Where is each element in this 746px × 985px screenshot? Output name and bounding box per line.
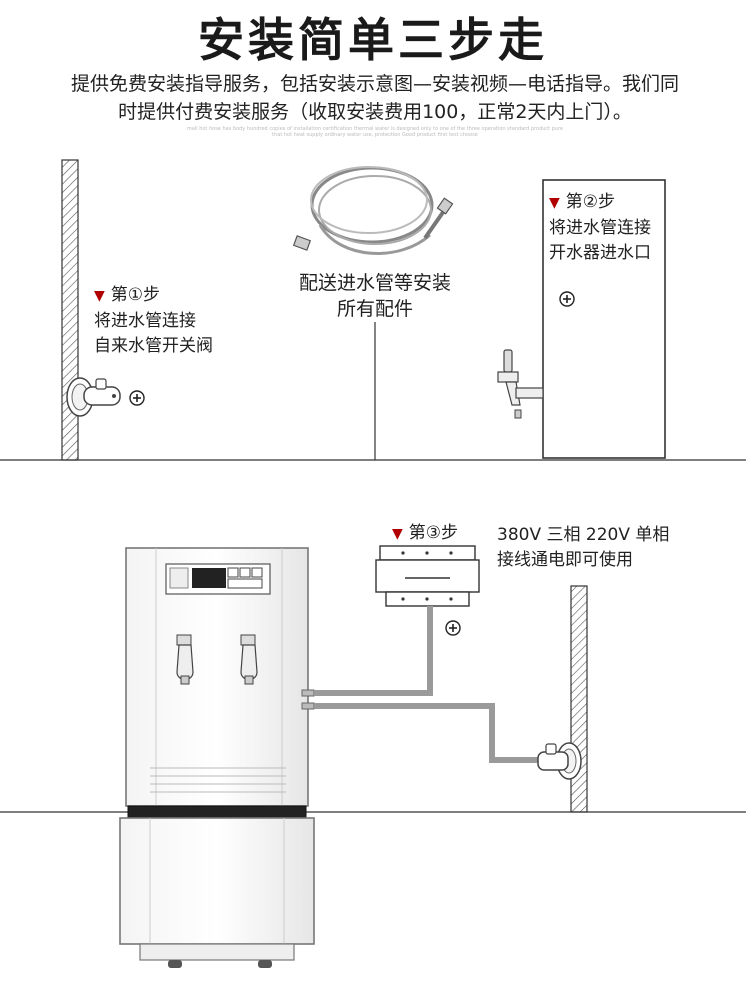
power-cable <box>314 606 433 696</box>
hose-coil-illustration <box>292 166 454 255</box>
hose-note: 配送进水管等安装 所有配件 <box>268 270 482 322</box>
step-3-line-2: 接线通电即可使用 <box>497 550 633 570</box>
step-2-line-2: 开水器进水口 <box>549 243 651 263</box>
step-2-line-1: 将进水管连接 <box>549 218 651 238</box>
intro-line-1: 提供免费安装指导服务，包括安装示意图—安装视频—电话指导。我们同 <box>70 73 679 95</box>
step-3-instruction: 380V 三相 220V 单相 接线通电即可使用 <box>497 523 669 573</box>
hose-note-line-1: 配送进水管等安装 <box>298 272 451 294</box>
step-3-header: ▼ 第③步 <box>392 521 458 547</box>
plus-circle-icon <box>445 620 461 636</box>
triangle-down-icon: ▼ <box>549 195 560 211</box>
step-2-header-text: 第②步 <box>565 192 616 212</box>
heater-side-panel <box>542 179 666 459</box>
step-1-header: ▼ 第①步 <box>94 283 213 309</box>
hose-note-line-2: 所有配件 <box>336 298 413 320</box>
triangle-down-icon: ▼ <box>94 288 105 304</box>
fine-print-line-2: that hot heat supply ordinary water use,… <box>272 132 478 138</box>
step-1-line-2: 自来水管开关阀 <box>94 336 213 356</box>
fine-print: mall hot hose has body hundred copies of… <box>160 126 590 138</box>
step-3-header-text: 第③步 <box>408 523 459 543</box>
step-2-instruction: ▼ 第②步 将进水管连接 开水器进水口 <box>549 190 651 266</box>
step-1-instruction: ▼ 第①步 将进水管连接 自来水管开关阀 <box>94 283 213 359</box>
inlet-valve <box>497 349 544 419</box>
water-inlet-pipe <box>314 703 542 763</box>
page-title: 安装简单三步走 <box>198 13 548 67</box>
tap-valve-left <box>66 377 121 417</box>
fine-print-line-1: mall hot hose has body hundred copies of… <box>186 126 564 132</box>
step-1-line-1: 将进水管连接 <box>94 311 196 331</box>
tap-valve-right <box>537 742 582 780</box>
electrical-junction-box <box>375 545 480 607</box>
triangle-down-icon: ▼ <box>392 526 403 542</box>
dispense-tap <box>176 634 194 685</box>
plus-circle-icon <box>129 390 145 406</box>
intro-line-2: 时提供付费安装服务（收取安装费用100，正常2天内上门）。 <box>118 101 632 123</box>
step-3-line-1: 380V 三相 220V 单相 <box>497 525 670 545</box>
step-1-header-text: 第①步 <box>110 285 161 305</box>
plus-circle-icon <box>559 291 575 307</box>
control-panel-display <box>165 563 271 595</box>
water-boiler-machine <box>119 547 315 968</box>
intro-text: 提供免费安装指导服务，包括安装示意图—安装视频—电话指导。我们同 时提供付费安装… <box>30 70 720 126</box>
step-2-header: ▼ 第②步 <box>549 190 651 216</box>
dispense-tap <box>240 634 258 685</box>
